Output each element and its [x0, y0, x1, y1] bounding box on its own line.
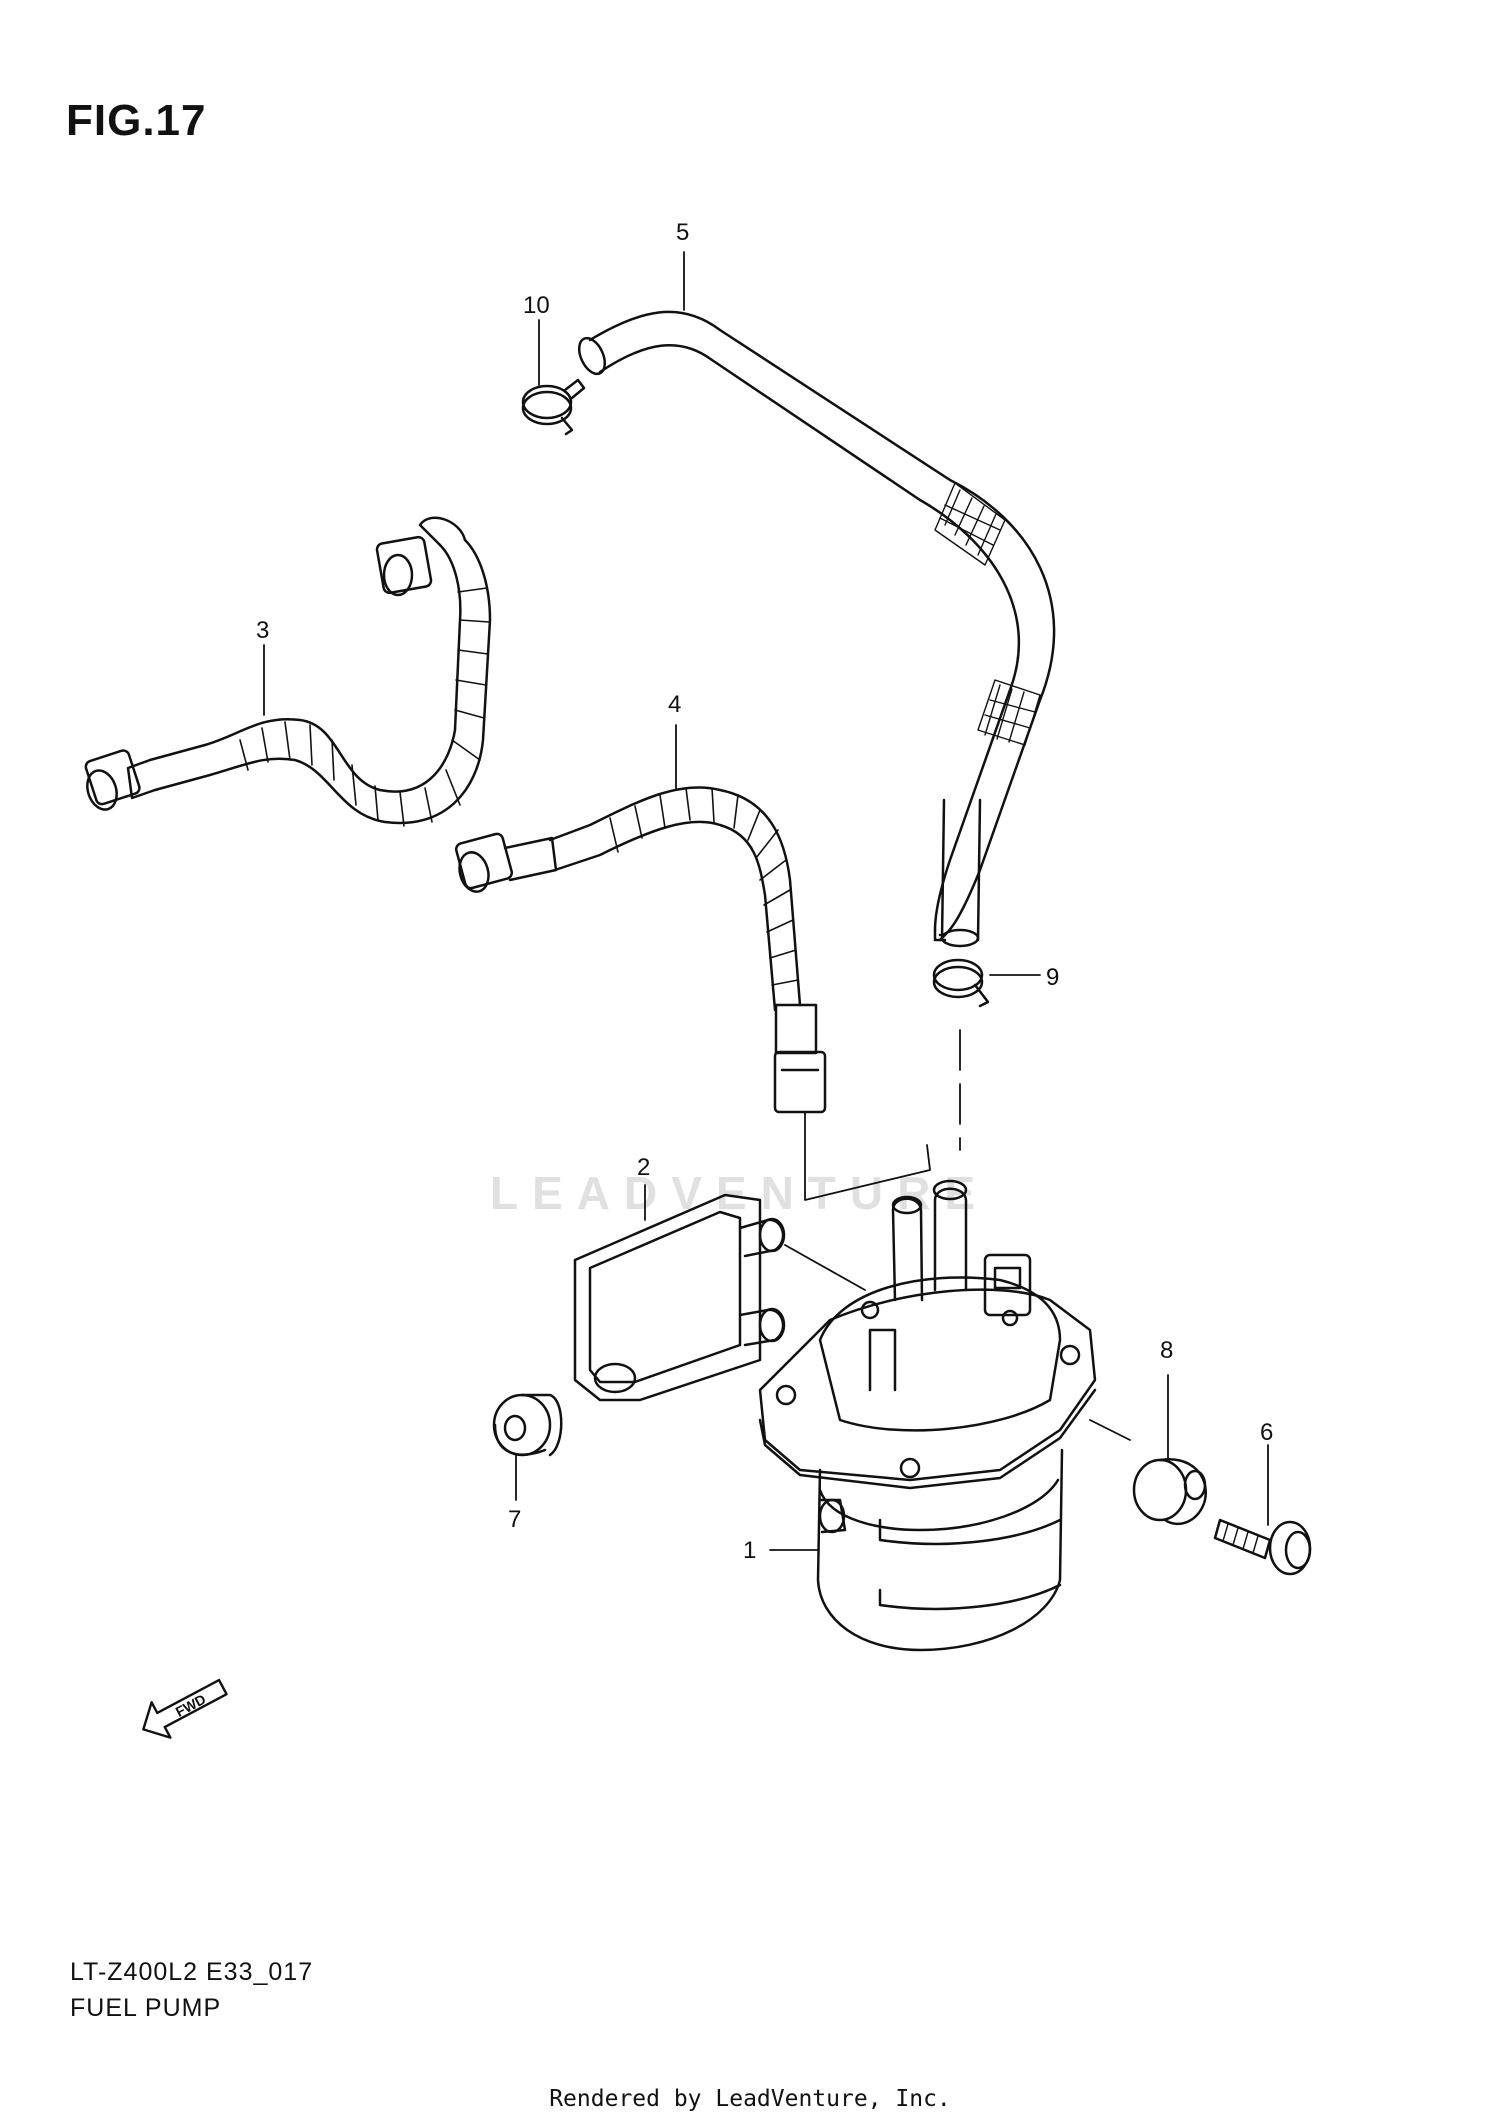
callout-10: 10 — [523, 292, 550, 319]
callout-1: 1 — [743, 1537, 756, 1564]
callout-4: 4 — [668, 691, 681, 718]
part-4-wrapped-hose — [454, 786, 827, 1114]
part-3-wrapped-hose — [84, 516, 492, 827]
part-2-bracket — [573, 1193, 786, 1402]
callout-7: 7 — [508, 1506, 521, 1533]
callout-9: 9 — [1046, 964, 1059, 991]
part-8-grommet — [1132, 1457, 1208, 1526]
callout-2: 2 — [637, 1154, 650, 1181]
part-6-bolt — [1213, 1518, 1312, 1576]
part-7-grommet — [492, 1393, 563, 1457]
part-10-clamp — [521, 378, 586, 436]
part-5-fuel-hose — [577, 310, 1056, 948]
callout-6: 6 — [1260, 1419, 1273, 1446]
credit-text: Rendered by LeadVenture, Inc. — [549, 2086, 951, 2112]
callout-8: 8 — [1160, 1337, 1173, 1364]
figure-title: FIG.17 — [66, 96, 207, 145]
forward-arrow-icon: FWD — [142, 1678, 228, 1739]
part-9-clamp — [932, 958, 990, 1008]
callout-5: 5 — [676, 219, 689, 246]
part-1-fuel-pump — [758, 1179, 1097, 1652]
model-code: LT-Z400L2 E33_017 — [70, 1958, 314, 1986]
callout-3: 3 — [256, 617, 269, 644]
assembly-lines — [263, 251, 1269, 1551]
section-name: FUEL PUMP — [70, 1994, 222, 2022]
